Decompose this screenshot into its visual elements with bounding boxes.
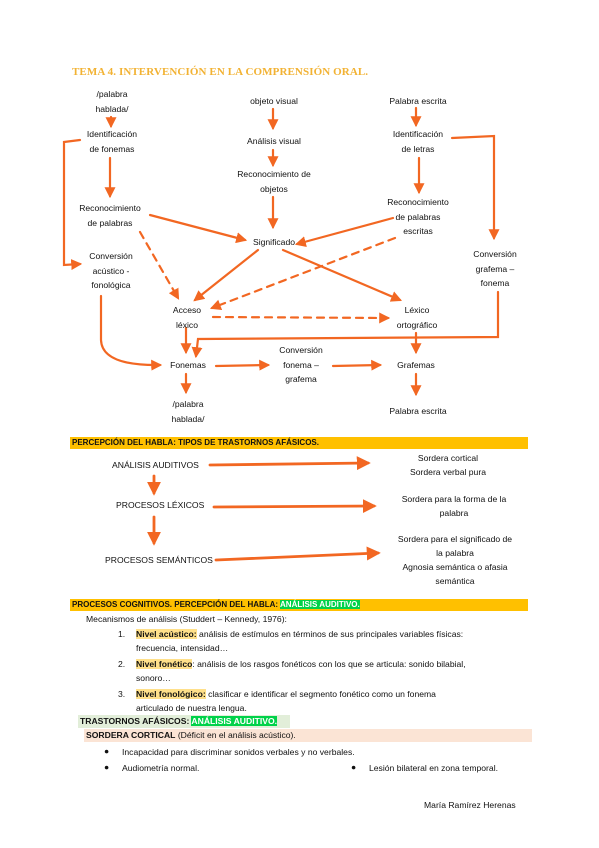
item1-number: 1. [118,629,126,639]
author-footer: María Ramírez Herenas [424,800,516,810]
arrow-lexicos-forma [212,499,377,514]
node-conversion-grafema: Conversión grafema – fonema [473,249,517,288]
bullet-text-2: Audiometría normal. [122,763,200,773]
section3-header: PROCESOS COGNITIVOS. PERCEPCIÓN DEL HABL… [70,599,528,611]
item1-text: Nivel acústico: análisis de estímulos en… [136,629,464,653]
section4-header: TRASTORNOS AFÁSICOS: ANÁLISIS AUDITIVO. [78,715,290,728]
arrow-identificacion-conversion [62,138,83,271]
arrow-significado-lexico [281,248,403,302]
node-identificacion-letras: Identificación de letras [392,129,444,154]
arrow-identificacion-conversion-grafema [450,134,500,241]
arrow-semanticos-significado [214,546,381,562]
node-fonemas: Fonemas [170,360,206,370]
item3-text: Nivel fonológico: clasificar e identific… [136,689,436,713]
bullet-text-1: Incapacidad para discriminar sonidos ver… [122,747,355,757]
node-acceso-lexico: Acceso léxico [172,305,202,330]
bullet-dot-2: ● [104,762,110,772]
arrow-analisis-sordera [208,456,371,471]
node-identificacion-fonemas: Identificación de fonemas [86,129,138,154]
arrow-conversion-fonemas [99,294,163,371]
label-procesos-semanticos: PROCESOS SEMÁNTICOS [105,555,213,565]
page-title: TEMA 4. INTERVENCIÓN EN LA COMPRENSIÓN O… [72,66,369,78]
node-lexico-ortografico: Léxico ortográfico [396,305,438,330]
section3-intro: Mecanismos de análisis (Studdert – Kenne… [86,614,287,624]
arrow-significado-acceso [193,248,260,302]
arrow-acceso-lexico-dashed [211,312,391,324]
node-palabra-hablada-top: /palabra hablada/ [95,89,129,114]
arrow-conversiongrafema-fonemas [191,290,500,359]
node-significado: Significado [252,237,296,247]
arrow-reconocimiento-significado [148,213,248,244]
arrow-lexico-acceso-dashed [209,236,397,310]
node-palabra-escrita-bottom: Palabra escrita [389,406,447,416]
bullet-text-3: Lesión bilateral en zona temporal. [369,763,498,773]
section2-header: PERCEPCIÓN DEL HABLA: TIPOS DE TRASTORNO… [70,437,528,449]
result-analisis: Sordera cortical Sordera verbal pura [410,453,486,477]
node-conversion-fonema: Conversión fonema – grafema [279,345,323,384]
result-lexicos: Sordera para la forma de la palabra [401,494,507,518]
section4-subheader: SORDERA CORTICAL (Déficit en el análisis… [84,729,532,742]
node-reconocimiento-escritas: Reconocimiento de palabras escritas [387,197,449,236]
bullet-dot-3: ● [351,762,357,772]
result-semanticos: Sordera para el significado de la palabr… [397,534,513,586]
node-conversion-acustico: Conversión acústico - fonológica [89,251,133,290]
label-procesos-lexicos: PROCESOS LÉXICOS [116,500,205,510]
item2-number: 2. [118,659,126,669]
arrow-reconocimiento-acceso-dashed [138,230,180,300]
item3-number: 3. [118,689,126,699]
bullet-dot-1: ● [104,746,110,756]
arrow-fonemas-conversion [214,359,271,371]
label-analisis-auditivos: ANÁLISIS AUDITIVOS [112,460,199,470]
node-palabra-escrita-top: Palabra escrita [389,96,447,106]
node-reconocimiento-objetos: Reconocimiento de objetos [237,169,311,194]
node-palabra-hablada-bottom: /palabra hablada/ [171,399,205,424]
item2-text: Nivel fonético: análisis de los rasgos f… [136,659,466,683]
node-objeto-visual: objeto visual [250,96,298,106]
node-reconocimiento-palabras: Reconocimiento de palabras [79,203,141,228]
node-analisis-visual: Análisis visual [247,136,301,146]
arrow-conversion-grafemas [331,359,383,371]
arrow-escritas-significado [294,216,395,248]
node-grafemas: Grafemas [397,360,435,370]
